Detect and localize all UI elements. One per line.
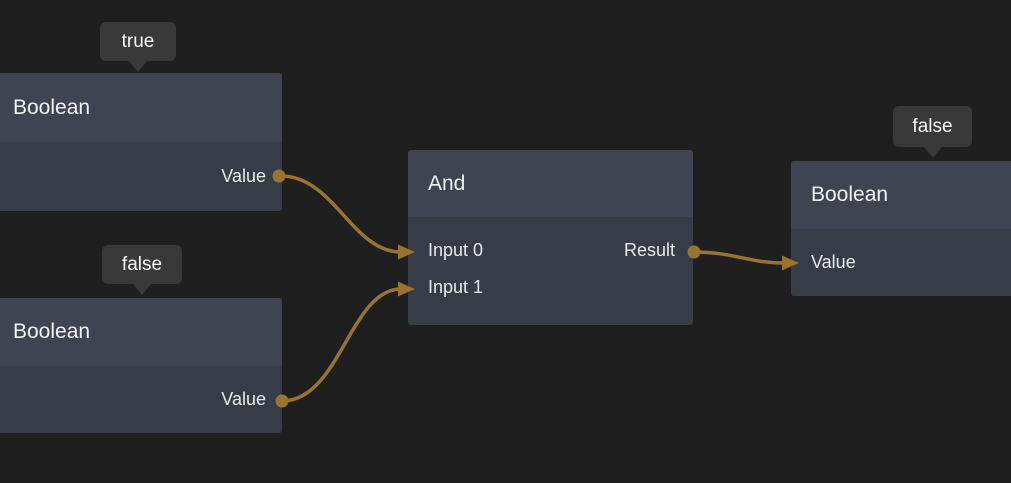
output-port-result-dot-icon[interactable]	[687, 245, 701, 259]
node-boolean-false[interactable]: Boolean Value	[0, 298, 282, 433]
value-tooltip-true: true	[100, 22, 176, 61]
node-boolean-true[interactable]: Boolean Value	[0, 73, 282, 211]
node-title: Boolean	[811, 183, 889, 206]
node-boolean-false-header[interactable]: Boolean	[0, 298, 282, 366]
wire-and-result-to-boolean-value[interactable]	[692, 250, 786, 265]
input-port-1-arrow-icon[interactable]	[398, 281, 415, 297]
tooltip-text: true	[121, 30, 155, 52]
node-title: Boolean	[13, 95, 91, 119]
input-port-value-arrow-icon[interactable]	[782, 255, 799, 271]
wire-false-to-and-input1[interactable]	[280, 287, 403, 403]
node-boolean-false-body: Value	[0, 366, 282, 433]
input-port-value-label[interactable]: Value	[811, 252, 856, 272]
output-port-value-dot-icon[interactable]	[275, 394, 289, 408]
node-title: Boolean	[13, 320, 91, 343]
output-port-value-label[interactable]: Value	[221, 389, 266, 409]
tooltip-text: false	[121, 253, 163, 275]
node-and-header[interactable]: And	[408, 150, 693, 217]
node-boolean-true-body: Value	[0, 142, 282, 211]
wire-true-to-and-input0[interactable]	[279, 174, 403, 254]
output-port-value-label[interactable]: Value	[221, 166, 266, 186]
node-and-body: Input 0 Result Input 1	[408, 217, 693, 325]
input-port-0-label[interactable]: Input 0	[428, 240, 484, 260]
value-tooltip-false-left: false	[102, 245, 182, 284]
output-port-value-dot-icon[interactable]	[272, 169, 286, 183]
node-and-gate[interactable]: And Input 0 Result Input 1	[408, 150, 693, 325]
node-boolean-result-body: Value	[791, 229, 1011, 296]
node-boolean-true-header[interactable]: Boolean	[0, 73, 282, 142]
node-boolean-result[interactable]: Boolean Value	[791, 161, 1011, 296]
node-boolean-result-header[interactable]: Boolean	[791, 161, 1011, 229]
input-port-0-arrow-icon[interactable]	[398, 244, 415, 260]
tooltip-text: false	[912, 115, 953, 137]
node-title: And	[428, 171, 466, 195]
value-tooltip-false-right: false	[893, 106, 972, 147]
output-port-result-label[interactable]: Result	[623, 240, 675, 260]
input-port-1-label[interactable]: Input 1	[428, 277, 484, 297]
